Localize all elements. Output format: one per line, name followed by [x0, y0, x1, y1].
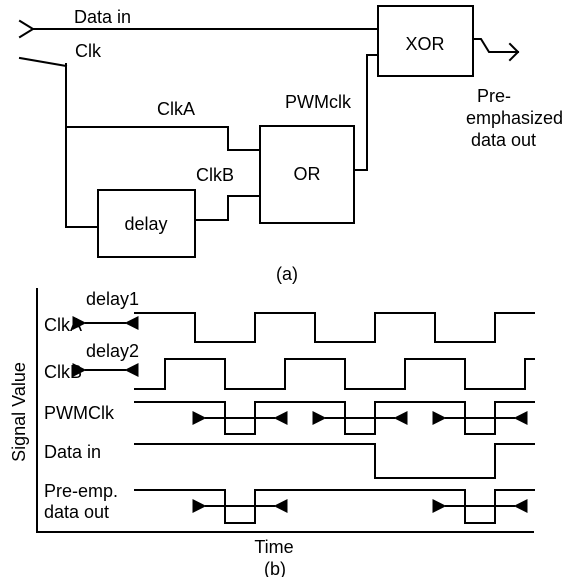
waveform-pwmclk	[134, 401, 535, 435]
output-wire	[472, 38, 519, 53]
timing-axes	[36, 288, 534, 533]
or-gate-label: OR	[294, 164, 321, 184]
timing-diagram: Signal Value Time (b) delay1 delay2 ClkA…	[9, 288, 535, 577]
clk-label: Clk	[75, 41, 102, 61]
data-in-label: Data in	[74, 7, 131, 27]
delay-block	[97, 189, 196, 258]
waveform-clka	[134, 312, 535, 343]
pwmclk-label: PWMclk	[285, 92, 352, 112]
clkb-label: ClkB	[196, 165, 234, 185]
y-axis-label: Signal Value	[9, 362, 29, 462]
waveform-data-in	[134, 443, 535, 479]
signal-label-data-in: Data in	[44, 442, 101, 462]
caption-a: (a)	[276, 264, 298, 284]
output-label-line1: Pre-	[477, 86, 511, 106]
caption-b: (b)	[264, 559, 286, 577]
delay1-label: delay1	[86, 289, 139, 309]
xor-gate	[377, 5, 474, 77]
xor-gate-label: XOR	[405, 34, 444, 54]
circuit-diagram: Data in Clk ClkA delay ClkB OR PWMclk XO…	[18, 5, 563, 284]
output-label-line3: data out	[471, 130, 536, 150]
delay2-label: delay2	[86, 341, 139, 361]
x-axis-label: Time	[254, 537, 293, 557]
waveform-clkb	[134, 358, 535, 390]
clkb-wire	[194, 195, 261, 221]
clk-wire	[65, 63, 99, 228]
signal-label-pwmclk: PWMClk	[44, 403, 115, 423]
or-gate	[259, 125, 355, 224]
signal-label-preemp-line1: Pre-emp.	[44, 481, 118, 501]
clk-input-arrow	[18, 56, 68, 68]
signal-label-clkb: ClkB	[44, 362, 82, 382]
pwmclk-wire	[353, 54, 379, 171]
output-arrow	[508, 42, 520, 62]
clka-label: ClkA	[157, 99, 195, 119]
delay-block-label: delay	[124, 214, 167, 234]
signal-label-preemp-line2: data out	[44, 502, 109, 522]
clka-wire	[65, 126, 261, 151]
data-in-input-arrow	[18, 19, 35, 39]
signal-label-clka: ClkA	[44, 315, 82, 335]
pulse-width-arrows	[192, 411, 528, 513]
output-label-line2: emphasized	[466, 108, 563, 128]
